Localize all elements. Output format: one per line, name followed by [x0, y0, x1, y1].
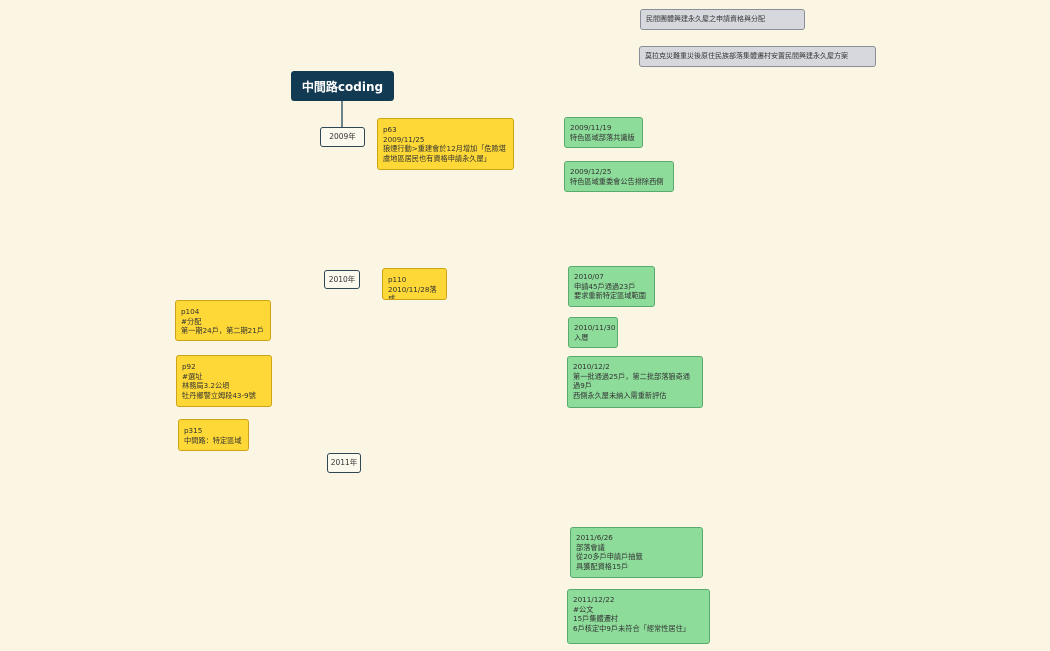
note-2010-12-2[interactable]: 2010/12/2 第一批通過25戶，第二批部落狼奇通過9戶 西側永久屋未納入需… — [567, 356, 703, 408]
note-2009-11-19[interactable]: 2009/11/19 特色區域部落共識版 — [564, 117, 643, 148]
year-2009-node[interactable]: 2009年 — [320, 127, 365, 147]
note-relocation-plan[interactable]: 莫拉克災難重災後原住民族部落集體遷村安置民間興建永久屋方案 — [639, 46, 876, 67]
note-2010-07[interactable]: 2010/07 申請45戶通過23戶 要求重新特定區域範圍 — [568, 266, 655, 307]
note-application-eligibility[interactable]: 民間團體興建永久屋之申請資格與分配 — [640, 9, 805, 30]
year-2011-node[interactable]: 2011年 — [327, 453, 361, 473]
note-p110[interactable]: p110 2010/11/28落成 — [382, 268, 447, 300]
note-p315[interactable]: p315 中間路：特定區域 — [178, 419, 249, 451]
note-p104[interactable]: p104 #分配 第一期24戶，第二期21戶 — [175, 300, 271, 341]
year-2010-node[interactable]: 2010年 — [324, 270, 360, 289]
note-p63[interactable]: p63 2009/11/25 狼煙行動>重建會於12月增加「危險堪虞地區居民也有… — [377, 118, 514, 170]
note-p92[interactable]: p92 #選址 林務局3.2公頃 牡丹鄉警立姆段43-9號 — [176, 355, 272, 407]
root-topic[interactable]: 中間路coding — [291, 71, 394, 101]
note-2010-11-30[interactable]: 2010/11/30 入厝 — [568, 317, 618, 348]
note-2011-6-26[interactable]: 2011/6/26 部落會議 從20多戶申請戶抽籤 具獲配資格15戶 — [570, 527, 703, 578]
note-2009-12-25[interactable]: 2009/12/25 特色區域重委會公告排除西側 — [564, 161, 674, 192]
note-2011-12-22[interactable]: 2011/12/22 #公文 15戶集體遷村 6戶核定中9戶未符合「經常性居住」 — [567, 589, 710, 644]
